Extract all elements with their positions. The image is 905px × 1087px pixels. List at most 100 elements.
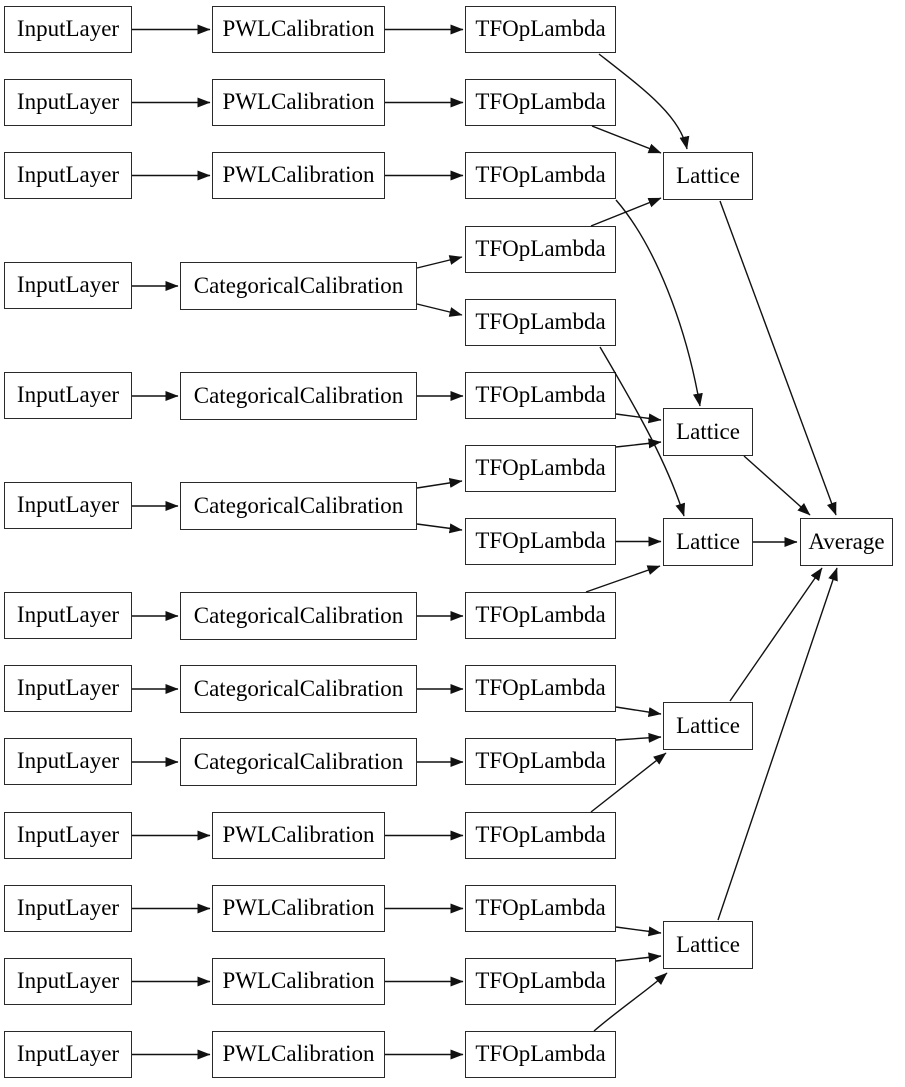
edge-lattice_1-average	[719, 200, 837, 516]
edge-cat_3-tfop_7	[416, 477, 463, 489]
node-label: TFOpLambda	[475, 602, 606, 627]
node-label: CategoricalCalibration	[193, 382, 404, 408]
edge-tfop_10-lattice_4	[615, 706, 662, 718]
edge-lattice_2-average	[743, 455, 811, 516]
node-input_11: InputLayer	[4, 885, 132, 932]
node-label: TFOpLambda	[475, 895, 606, 920]
node-label: InputLayer	[16, 162, 120, 187]
node-pwl_4: PWLCalibration	[212, 812, 385, 859]
node-label: PWLCalibration	[222, 895, 375, 920]
edge-tfop_11-lattice_4	[615, 732, 662, 743]
node-label: TFOpLambda	[475, 382, 606, 407]
node-label: TFOpLambda	[475, 309, 606, 334]
node-tfop_11: TFOpLambda	[465, 738, 616, 785]
node-input_5: InputLayer	[4, 372, 132, 419]
node-label: Lattice	[676, 162, 740, 188]
node-label: TFOpLambda	[475, 528, 606, 553]
node-input_8: InputLayer	[4, 665, 132, 712]
node-label: InputLayer	[16, 895, 120, 920]
node-pwl_2: PWLCalibration	[212, 79, 385, 126]
edge-cat_3-tfop_8	[416, 523, 463, 534]
node-cat_6: CategoricalCalibration	[180, 738, 417, 786]
node-input_4: InputLayer	[4, 262, 132, 309]
node-label: TFOpLambda	[475, 675, 606, 700]
node-tfop_5: TFOpLambda	[465, 299, 616, 346]
node-label: Lattice	[676, 931, 740, 957]
node-cat_1: CategoricalCalibration	[180, 262, 417, 310]
node-input_1: InputLayer	[4, 6, 132, 53]
node-lattice_3: Lattice	[663, 518, 753, 566]
node-label: InputLayer	[16, 89, 120, 114]
node-input_10: InputLayer	[4, 812, 132, 859]
node-label: Lattice	[676, 712, 740, 738]
node-label: PWLCalibration	[222, 89, 375, 114]
node-label: TFOpLambda	[475, 89, 606, 114]
node-label: TFOpLambda	[475, 16, 606, 41]
node-label: TFOpLambda	[475, 1041, 606, 1066]
node-tfop_7: TFOpLambda	[465, 445, 616, 492]
node-label: Average	[808, 528, 885, 554]
node-tfop_1: TFOpLambda	[465, 6, 616, 53]
edge-cat_1-tfop_5	[416, 303, 463, 317]
node-input_9: InputLayer	[4, 738, 132, 785]
edge-tfop_13-lattice_5	[615, 926, 662, 937]
node-tfop_4: TFOpLambda	[465, 226, 616, 273]
node-label: CategoricalCalibration	[193, 602, 404, 628]
node-label: InputLayer	[16, 968, 120, 993]
node-pwl_1: PWLCalibration	[212, 6, 385, 53]
node-label: InputLayer	[16, 382, 120, 407]
node-label: CategoricalCalibration	[193, 272, 404, 298]
node-label: TFOpLambda	[475, 968, 606, 993]
node-tfop_9: TFOpLambda	[465, 592, 616, 639]
node-input_12: InputLayer	[4, 958, 132, 1005]
node-pwl_3: PWLCalibration	[212, 152, 385, 199]
node-label: PWLCalibration	[222, 822, 375, 847]
node-input_13: InputLayer	[4, 1031, 132, 1078]
edge-tfop_14-lattice_5	[615, 952, 662, 963]
edge-tfop_3-lattice_2	[615, 199, 703, 407]
node-tfop_6: TFOpLambda	[465, 372, 616, 419]
node-label: Lattice	[676, 418, 740, 444]
node-tfop_15: TFOpLambda	[465, 1031, 616, 1078]
node-label: InputLayer	[16, 748, 120, 773]
node-label: PWLCalibration	[222, 1041, 375, 1066]
node-label: TFOpLambda	[475, 162, 606, 187]
node-cat_3: CategoricalCalibration	[180, 482, 417, 530]
node-label: TFOpLambda	[475, 748, 606, 773]
node-label: PWLCalibration	[222, 162, 375, 187]
node-input_2: InputLayer	[4, 79, 132, 126]
node-tfop_3: TFOpLambda	[465, 152, 616, 199]
node-cat_5: CategoricalCalibration	[180, 665, 417, 713]
node-cat_4: CategoricalCalibration	[180, 592, 417, 640]
node-label: PWLCalibration	[222, 16, 375, 41]
node-tfop_8: TFOpLambda	[465, 518, 616, 565]
node-tfop_13: TFOpLambda	[465, 885, 616, 932]
node-label: PWLCalibration	[222, 968, 375, 993]
node-tfop_2: TFOpLambda	[465, 79, 616, 126]
node-label: InputLayer	[16, 1041, 120, 1066]
node-label: InputLayer	[16, 492, 120, 517]
node-label: CategoricalCalibration	[193, 492, 404, 518]
node-lattice_1: Lattice	[663, 152, 753, 200]
node-label: InputLayer	[16, 16, 120, 41]
node-input_3: InputLayer	[4, 152, 132, 199]
node-lattice_4: Lattice	[663, 702, 753, 750]
node-cat_2: CategoricalCalibration	[180, 372, 417, 420]
node-input_7: InputLayer	[4, 592, 132, 639]
edge-cat_1-tfop_4	[416, 255, 463, 269]
node-tfop_12: TFOpLambda	[465, 812, 616, 859]
edge-tfop_7-lattice_2	[615, 438, 662, 449]
node-input_6: InputLayer	[4, 482, 132, 529]
node-lattice_5: Lattice	[663, 921, 753, 969]
node-label: InputLayer	[16, 272, 120, 297]
node-tfop_14: TFOpLambda	[465, 958, 616, 1005]
node-label: InputLayer	[16, 675, 120, 700]
node-lattice_2: Lattice	[663, 408, 753, 456]
node-average: Average	[800, 518, 893, 566]
node-pwl_5: PWLCalibration	[212, 885, 385, 932]
node-label: TFOpLambda	[475, 822, 606, 847]
node-label: InputLayer	[16, 822, 120, 847]
node-label: Lattice	[676, 528, 740, 554]
